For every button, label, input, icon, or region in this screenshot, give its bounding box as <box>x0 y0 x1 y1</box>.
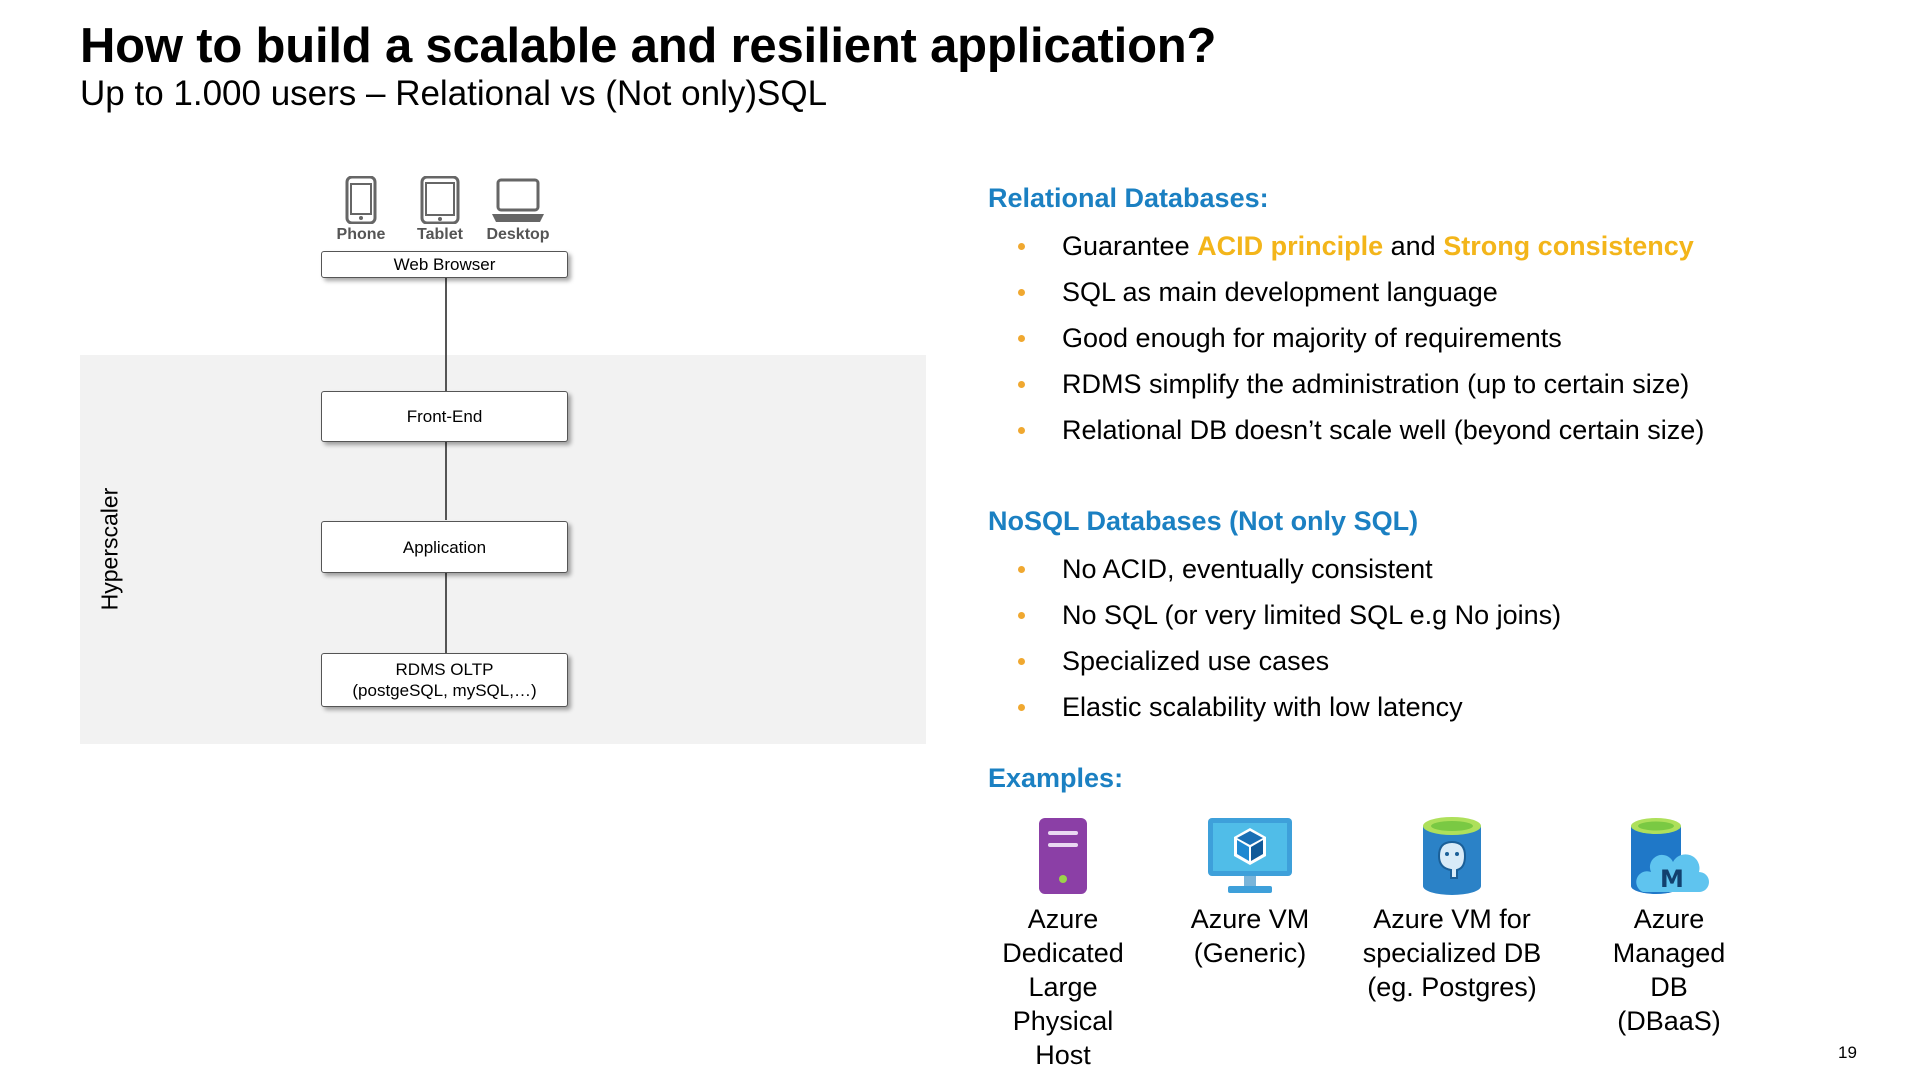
caption-line: Azure VM for <box>1373 904 1531 934</box>
bullet-dot <box>1018 657 1025 665</box>
caption-line: specialized DB <box>1362 938 1542 968</box>
rdms-examples: (postgeSQL, mySQL,…) <box>352 681 537 700</box>
caption-line: (eg. Postgres) <box>1367 972 1537 1002</box>
example-managed-db: M Azure Managed DB (DBaaS) <box>1569 810 1769 1038</box>
bullet-dot <box>1018 611 1025 619</box>
example-dedicated-host: Azure Dedicated Large Physical Host <box>963 810 1163 1072</box>
example-vm-postgres: Azure VM for specialized DB (eg. Postgre… <box>1352 810 1552 1004</box>
phone-icon <box>345 176 377 224</box>
relational-heading: Relational Databases: <box>988 183 1269 213</box>
bullet-text: RDMS simplify the administration (up to … <box>1062 368 1690 399</box>
list-item: Guarantee ACID principle and Strong cons… <box>1010 223 1890 269</box>
caption-line: Host <box>1035 1040 1091 1070</box>
example-azure-vm: Azure VM (Generic) <box>1150 810 1350 970</box>
virtual-machine-icon <box>1208 818 1292 893</box>
laptop-icon <box>492 178 544 222</box>
nosql-heading: NoSQL Databases (Not only SQL) <box>988 506 1419 536</box>
list-item: No SQL (or very limited SQL e.g No joins… <box>1010 592 1890 638</box>
bullet-dot <box>1018 565 1025 573</box>
tablet-icon <box>420 176 460 224</box>
bullet-text-part: Guarantee <box>1062 230 1198 261</box>
list-item: Relational DB doesn’t scale well (beyond… <box>1010 407 1890 453</box>
device-desktop: Desktop <box>473 176 563 244</box>
caption-line: (Generic) <box>1193 938 1307 968</box>
device-label-desktop: Desktop <box>486 226 550 243</box>
caption-line: Azure <box>1633 904 1705 934</box>
list-item: No ACID, eventually consistent <box>1010 546 1890 592</box>
bullet-text: No ACID, eventually consistent <box>1062 553 1433 584</box>
rdms-box: RDMS OLTP (postgeSQL, mySQL,…) <box>321 653 568 707</box>
bullet-dot <box>1018 426 1025 434</box>
postgres-database-icon <box>1423 817 1481 895</box>
caption-line: Managed <box>1612 938 1726 968</box>
example-caption: Azure Managed DB (DBaaS) <box>1613 902 1726 1038</box>
caption-line: Azure <box>1027 904 1099 934</box>
bullet-dot <box>1018 242 1025 250</box>
rdms-title: RDMS OLTP <box>395 660 494 679</box>
example-caption: Azure VM for specialized DB (eg. Postgre… <box>1363 902 1542 1004</box>
nosql-list: No ACID, eventually consistent No SQL (o… <box>1010 546 1890 730</box>
connector-browser-frontend <box>445 278 447 391</box>
caption-line: DB <box>1650 972 1688 1002</box>
relational-list: Guarantee ACID principle and Strong cons… <box>1010 223 1890 453</box>
svg-text:M: M <box>1660 865 1684 893</box>
bullet-text: Good enough for majority of requirements <box>1062 322 1562 353</box>
example-caption: Azure Dedicated Large Physical Host <box>1002 902 1124 1072</box>
device-label-phone: Phone <box>336 226 386 243</box>
bullet-dot <box>1018 703 1025 711</box>
device-phone: Phone <box>316 176 406 244</box>
front-end-box: Front-End <box>321 391 568 442</box>
bullet-text: Elastic scalability with low latency <box>1062 691 1463 722</box>
dedicated-host-icon <box>1039 818 1087 894</box>
list-item: Elastic scalability with low latency <box>1010 684 1890 730</box>
example-caption: Azure VM (Generic) <box>1191 902 1310 970</box>
bullet-text: Guarantee ACID principle and Strong cons… <box>1062 231 1694 262</box>
connector-application-rdms <box>445 573 447 653</box>
connector-frontend-application <box>445 441 447 520</box>
bullet-text: Specialized use cases <box>1062 645 1330 676</box>
list-item: RDMS simplify the administration (up to … <box>1010 361 1890 407</box>
device-label-tablet: Tablet <box>417 226 463 243</box>
examples-heading: Examples: <box>988 763 1124 793</box>
web-browser-box: Web Browser <box>321 251 568 278</box>
bullet-dot <box>1018 380 1025 388</box>
caption-line: (DBaaS) <box>1617 1006 1721 1036</box>
caption-line: Azure VM <box>1190 904 1310 934</box>
list-item: Good enough for majority of requirements <box>1010 315 1890 361</box>
hyperscaler-label: Hyperscaler <box>96 487 123 611</box>
device-tablet: Tablet <box>395 176 485 244</box>
bullet-dot <box>1018 288 1025 296</box>
bullet-dot <box>1018 334 1025 342</box>
list-item: Specialized use cases <box>1010 638 1890 684</box>
application-box: Application <box>321 521 568 573</box>
highlight-acid: ACID principle <box>1197 230 1384 261</box>
caption-line: Dedicated <box>1002 938 1124 968</box>
caption-line: Large <box>1028 972 1098 1002</box>
bullet-text: No SQL (or very limited SQL e.g No joins… <box>1062 599 1562 630</box>
caption-line: Physical <box>1012 1006 1114 1036</box>
bullet-text: Relational DB doesn’t scale well (beyond… <box>1062 414 1705 445</box>
page-number: 19 <box>1838 1043 1857 1062</box>
slide-subtitle: Up to 1.000 users – Relational vs (Not o… <box>80 74 828 113</box>
slide-title: How to build a scalable and resilient ap… <box>80 19 1217 73</box>
bullet-text-part: and <box>1383 230 1444 261</box>
list-item: SQL as main development language <box>1010 269 1890 315</box>
highlight-consistency: Strong consistency <box>1443 230 1694 261</box>
bullet-text: SQL as main development language <box>1062 276 1498 307</box>
managed-database-icon: M <box>1631 818 1709 894</box>
